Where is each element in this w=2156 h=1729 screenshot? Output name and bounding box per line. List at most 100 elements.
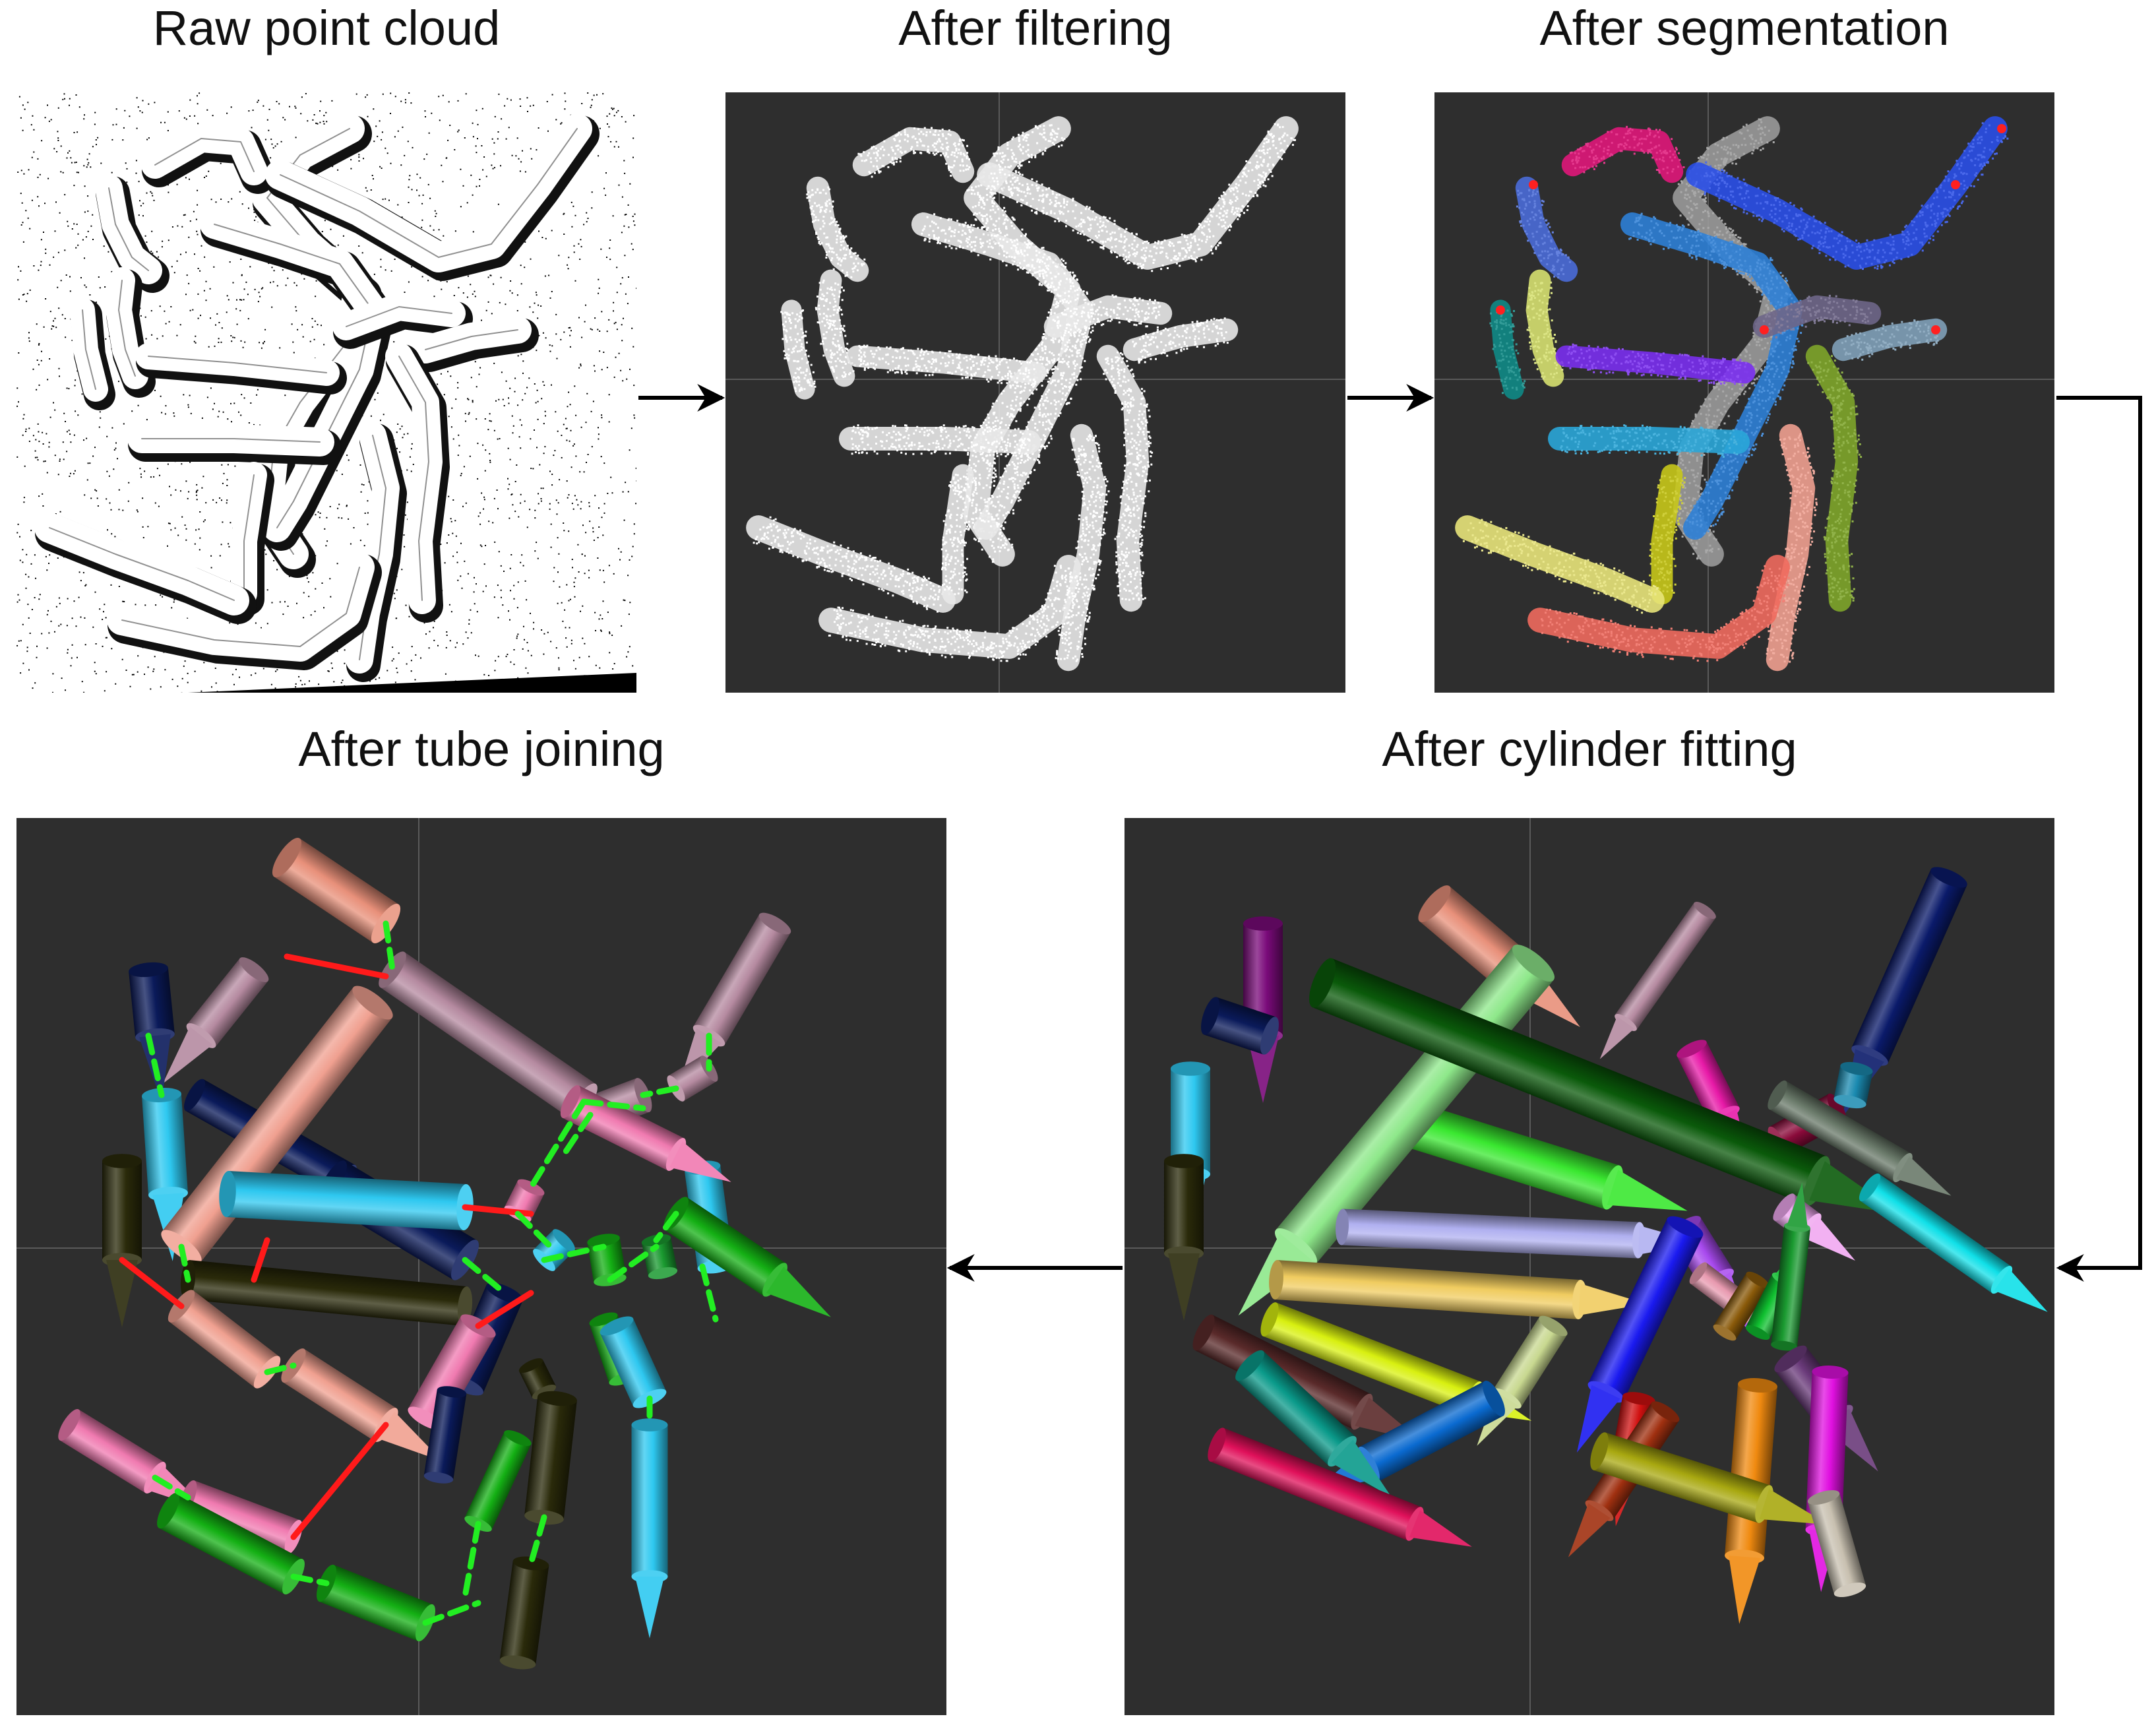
title-raw: Raw point cloud [152, 1, 501, 55]
cylinder-axis-cone [1599, 1016, 1635, 1059]
tube-join-link [383, 920, 396, 973]
cylinder-axis-cone [1576, 1385, 1620, 1453]
cylinder-axis-cone [1578, 1284, 1647, 1315]
segmented-panel [1434, 92, 2054, 693]
cylinder-axis-cone [1568, 1503, 1611, 1557]
joined-cylinder [423, 1386, 467, 1484]
tube-join-link [462, 1257, 508, 1296]
joined-cylinder [102, 1154, 142, 1327]
cylinder-fitting-panel [1124, 818, 2054, 1715]
cylinder-axis-cone [635, 1577, 664, 1639]
fitted-cylinder [1599, 902, 1716, 1059]
cylinder-axis-cone [106, 1260, 138, 1327]
filtered-tube-core [816, 269, 855, 387]
fitted-cylinder [1164, 1154, 1204, 1321]
fitted-cylinder [1269, 1260, 1647, 1319]
cylinder-axis-cone [1729, 1556, 1760, 1624]
tube-join-link [640, 1085, 679, 1098]
raw-tube [385, 342, 450, 623]
fitted-cylinder [1576, 1216, 1704, 1453]
outlier-points [1760, 325, 1769, 334]
raw-tube [141, 125, 275, 194]
filtered-tube-points [1103, 351, 1154, 601]
filtered-tube-points [780, 309, 816, 393]
tube-joining-panel [16, 818, 946, 1715]
tube-join-link [422, 1600, 481, 1626]
filtered-tube-points [828, 565, 1082, 662]
segment-points [1628, 212, 1804, 535]
tube-join-link [462, 1521, 481, 1600]
fitted-cylinder [1859, 1173, 2048, 1312]
outlier-points [1931, 325, 1940, 334]
tube-join-link [607, 1243, 660, 1283]
segment-points [1807, 355, 1863, 603]
segment-points [1649, 475, 1686, 596]
raw-tube [70, 298, 115, 410]
cylinder-axis-cone [1168, 1253, 1200, 1321]
raw-tube [106, 267, 156, 398]
outlier-points [1529, 180, 1538, 189]
rejected-join-link [475, 1290, 534, 1329]
raw-tube [412, 316, 539, 372]
segment-points [1516, 189, 1571, 279]
filtered-tube-core [781, 299, 815, 400]
tube-join-link [528, 1514, 547, 1567]
cylinder-axis-cone [1247, 1036, 1279, 1103]
segment-points [1541, 565, 1790, 662]
segment-core [1620, 212, 1803, 540]
fitted-cylinder [1713, 1271, 1770, 1341]
filtered-tube-points [851, 424, 1032, 458]
cylinder-axis-cone [1759, 1489, 1829, 1525]
segment-core [1805, 344, 1859, 612]
fitted-cylinder [1771, 1182, 1810, 1351]
tube-join-link [152, 1474, 191, 1501]
raw-tube [127, 424, 342, 465]
filtered-tube-core [911, 212, 1094, 540]
tube-join-link [178, 1243, 191, 1283]
joined-cylinder [499, 1556, 549, 1670]
cylinder-axis-cone [1787, 1182, 1808, 1228]
tube-join-link [145, 1032, 165, 1098]
filtered-tube-points [1052, 294, 1161, 340]
joined-cylinder [631, 1418, 668, 1639]
title-filtered: After filtering [898, 1, 1173, 55]
segment-points [1569, 125, 1685, 174]
raw-tube [34, 513, 257, 624]
title-segmented: After segmentation [1539, 1, 1950, 55]
cylinder-axis-cone [162, 1026, 213, 1085]
segment-points [1673, 118, 1791, 560]
raw-tube [107, 552, 382, 670]
cylinder-axis-cone [1802, 1216, 1855, 1261]
cylinder-axis-cone [1895, 1156, 1952, 1196]
fitted-cylinder [1201, 997, 1279, 1055]
fitted-cylinder [1768, 1080, 1952, 1196]
filtered-tube-core [1057, 424, 1107, 672]
filtered-tube-points [1132, 317, 1229, 364]
tube-join-link [528, 1098, 587, 1191]
outlier-points [1997, 124, 2006, 133]
tube-join-link [561, 1112, 594, 1158]
raw-tube [95, 174, 169, 293]
outlier-points [1496, 305, 1505, 315]
filtered-panel [725, 92, 1345, 693]
rejected-join-link [119, 1257, 185, 1309]
joined-cylinder [560, 1085, 731, 1182]
raw-point-cloud-panel [16, 92, 636, 693]
segment-core [1547, 426, 1750, 455]
joined-cylinder [524, 1391, 577, 1525]
fitted-cylinder [1235, 1350, 1392, 1497]
tube-join-link [541, 1243, 607, 1263]
tube-join-link [580, 1098, 646, 1112]
filtered-tube-points [858, 344, 1039, 387]
segment-core [1515, 176, 1578, 282]
segment-points [1489, 309, 1526, 394]
segment-points [1766, 433, 1818, 663]
raw-tube [265, 113, 600, 281]
joined-cylinder [162, 957, 269, 1085]
fitted-cylinder [1833, 1061, 1873, 1109]
rejected-join-link [290, 1422, 389, 1540]
filtered-tube-core [1096, 344, 1150, 612]
filtered-tube-core [1043, 295, 1173, 338]
cylinder-axis-cone [1607, 1170, 1688, 1211]
tube-join-link [514, 1210, 554, 1250]
